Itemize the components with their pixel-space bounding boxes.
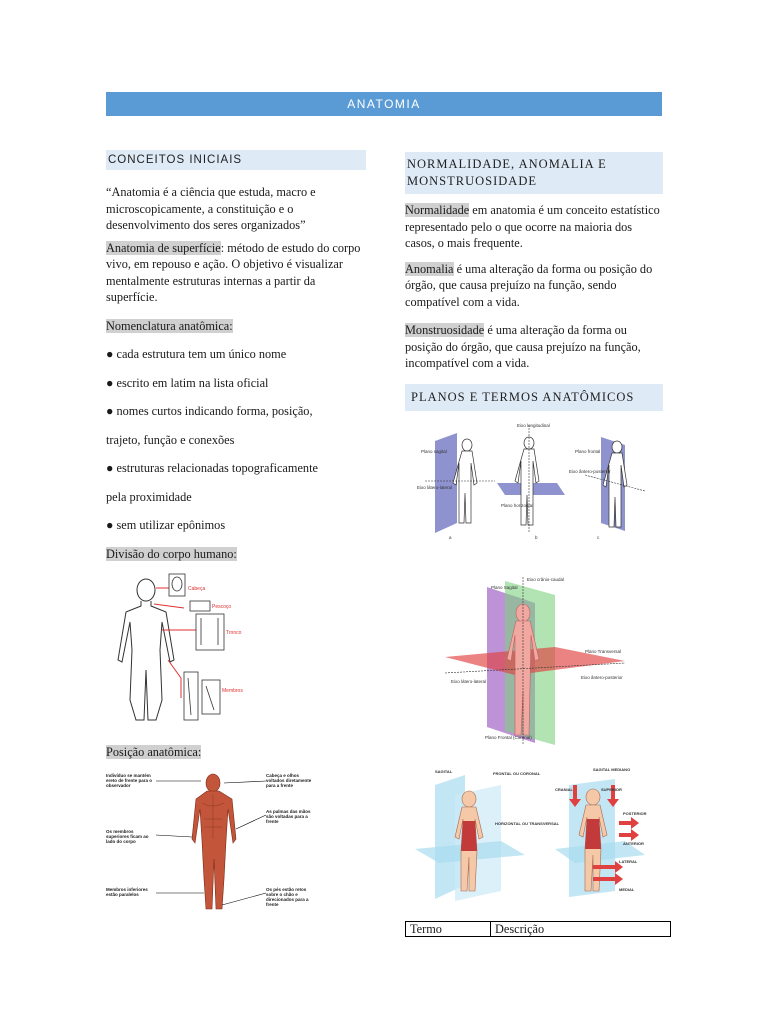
label-cabeca: Cabeça	[188, 586, 205, 592]
label-eixo-antero-posterior-2: Eixo ântero-posterior	[581, 675, 623, 680]
label-sagital-mediano: SAGITAL MEDIANO	[593, 767, 630, 772]
definition-quote: “Anatomia é a ciência que estuda, macro …	[106, 185, 316, 232]
planes-figure-3: SAGITAL FRONTAL OU CORONAL SAGITAL MEDIA…	[405, 764, 663, 905]
surface-text: : método de estudo do corpo vivo, em rep…	[106, 240, 361, 305]
monster-text: é uma alteração da forma ou posição do ó…	[405, 323, 641, 370]
label-eixo-latero-lateral-2: Eixo látero-lateral	[451, 679, 486, 684]
label-medial: MEDIAL	[619, 887, 635, 892]
label-cranial: CRANIAL	[555, 787, 574, 792]
label-eixo-latero-lateral: Eixo látero-lateral	[417, 485, 452, 490]
table-header-descricao: Descrição	[490, 920, 671, 937]
label-eixo-longitudinal: Eixo longitudinal	[517, 423, 550, 428]
planes-color-illustration: Eixo crânio-caudal Plano Sagital Plano T…	[444, 576, 626, 745]
label-plano-frontal: Plano frontal	[575, 449, 600, 454]
label-membros: Membros	[222, 688, 243, 694]
list-item: ● escrito em latim na lista oficial	[106, 375, 269, 390]
normal-term: Normalidade	[405, 203, 470, 217]
nomenclature-title-text: Nomenclatura anatômica:	[106, 318, 233, 333]
terms-table: Termo Descrição	[405, 920, 671, 937]
list-item: trajeto, função e conexões	[106, 432, 235, 447]
list-item: ● sem utilizar epônimos	[106, 518, 226, 532]
right-column: NORMALIDADE, ANOMALIA E MONSTRUOSIDADE N…	[405, 152, 671, 937]
body-division-illustration: Cabeça Pescoço Tronco Membros	[117, 573, 243, 721]
label-sagital: SAGITAL	[435, 769, 453, 774]
nomenclature-list: ● cada estrutura tem um único nome ● esc…	[106, 346, 366, 534]
position-title-text: Posição anatômica:	[106, 745, 202, 759]
label-posterior: POSTERIOR	[623, 811, 647, 816]
label-plano-sagital-2: Plano Sagital	[491, 585, 518, 590]
anomaly-paragraph: Anomalia é uma alteração da forma ou pos…	[405, 261, 663, 311]
label-pescoco: Pescoço	[212, 604, 231, 610]
surface-paragraph: Anatomia de superfície: método de estudo…	[106, 240, 366, 306]
label-plano-frontal-2: Plano Frontal (Coronal)	[485, 735, 532, 740]
label-horizontal-transversal: HORIZONTAL OU TRANSVERSAL	[495, 821, 560, 826]
heading-conceitos: CONCEITOS INICIAIS	[106, 150, 366, 170]
planes-axes-illustration: Eixo longitudinal Plano sagital Eixo lát…	[417, 423, 646, 540]
label-eixo-cranio-caudal: Eixo crânio-caudal	[527, 577, 564, 582]
monster-paragraph: Monstruosidade é uma alteração da forma …	[405, 322, 663, 372]
label-b: b	[535, 535, 538, 540]
division-figure: Cabeça Pescoço Tronco Membros	[106, 570, 366, 730]
label-position-2: Cabeça e olhos voltados diretamente para…	[266, 772, 312, 788]
label-plano-transversal: Plano Transversal	[585, 649, 621, 654]
label-position-5: Membros inferiores estão paralelos	[106, 886, 148, 897]
heading-planos: PLANOS E TERMOS ANATÔMICOS	[405, 383, 663, 411]
list-item: ● nomes curtos indicando forma, posição,	[106, 404, 313, 418]
list-item: pela proximidade	[106, 489, 192, 504]
label-position-4: Os membros superiores ficam ao lado do c…	[106, 828, 149, 844]
monster-term: Monstruosidade	[405, 323, 485, 337]
table-header-termo: Termo	[405, 920, 491, 937]
anomaly-text: é uma alteração da forma ou posição do ó…	[405, 261, 653, 309]
label-eixo-antero-posterior: Eixo ântero-posterior	[569, 469, 611, 474]
label-lateral: LATERAL	[619, 859, 638, 864]
position-title: Posição anatômica:	[106, 744, 366, 761]
anatomical-position-illustration: Indivíduo se mantém ereto de frente para…	[106, 772, 312, 909]
label-tronco: Tronco	[226, 630, 242, 636]
normal-paragraph: Normalidade em anatomia é um conceito es…	[405, 202, 663, 252]
list-item: ● estruturas relacionadas topograficamen…	[106, 461, 318, 475]
label-anterior: ANTERIOR	[623, 841, 644, 846]
label-c: c	[597, 535, 600, 540]
label-a: a	[449, 535, 452, 540]
heading-normalidade: NORMALIDADE, ANOMALIA E MONSTRUOSIDADE	[405, 152, 663, 194]
label-plano-horizontal: Plano horizontal	[501, 503, 533, 508]
surface-term: Anatomia de superfície	[106, 240, 221, 255]
planes-terms-illustration: SAGITAL FRONTAL OU CORONAL SAGITAL MEDIA…	[415, 767, 647, 901]
list-item: ● cada estrutura tem um único nome	[106, 347, 287, 361]
label-superior: SUPERIOR	[601, 787, 622, 792]
division-title: Divisão do corpo humano:	[106, 546, 366, 563]
left-column: CONCEITOS INICIAIS “Anatomia é a ciência…	[106, 150, 366, 919]
anomaly-term: Anomalia	[405, 261, 454, 276]
label-position-3: As palmas das mãos são voltadas para a f…	[266, 808, 311, 824]
nomenclature-title: Nomenclatura anatômica:	[106, 318, 366, 335]
label-frontal-coronal: FRONTAL OU CORONAL	[493, 771, 541, 776]
table-row: Termo Descrição	[405, 920, 671, 937]
label-position-1: Indivíduo se mantém ereto de frente para…	[106, 772, 153, 788]
label-position-6: Os pés estão retos sobre o chão e direci…	[266, 886, 309, 907]
page-banner: ANATOMIA	[106, 92, 662, 116]
division-title-text: Divisão do corpo humano:	[106, 546, 237, 561]
label-plano-sagital: Plano sagital	[421, 449, 447, 454]
position-figure: Indivíduo se mantém ereto de frente para…	[106, 768, 366, 919]
planes-figure-1: Eixo longitudinal Plano sagital Eixo lát…	[405, 422, 663, 541]
planes-figure-2: Eixo crânio-caudal Plano Sagital Plano T…	[405, 574, 663, 747]
normal-text: em anatomia é um conceito estatístico re…	[405, 203, 660, 250]
